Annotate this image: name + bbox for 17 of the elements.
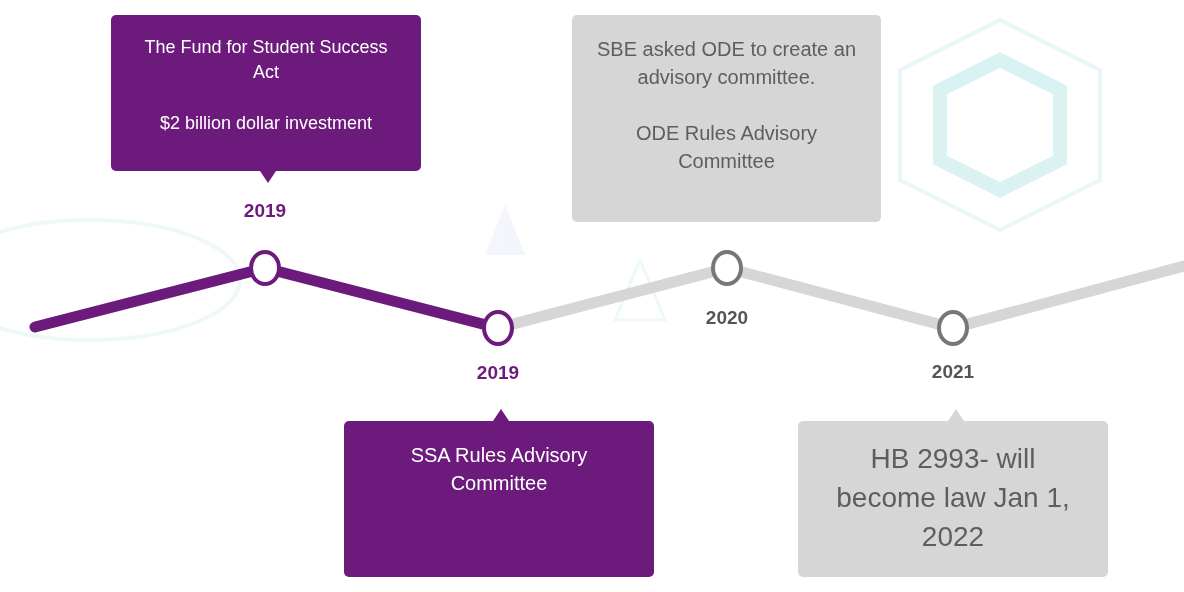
callout-text: SBE asked ODE to create an advisory committee. bbox=[596, 37, 857, 90]
year-label: 2020 bbox=[704, 307, 750, 329]
callout-box bbox=[798, 421, 1108, 577]
year-label: 2019 bbox=[475, 362, 521, 384]
callout-text: ODE Rules Advisory Committee bbox=[634, 121, 819, 174]
timeline-marker bbox=[711, 250, 743, 286]
callout-text: HB 2993- will become law Jan 1, 2022 bbox=[835, 442, 1071, 555]
timeline-marker bbox=[937, 310, 969, 346]
year-label: 2019 bbox=[242, 200, 288, 222]
year-label: 2021 bbox=[930, 361, 976, 383]
callout-text: SSA Rules Advisory Committee bbox=[409, 443, 589, 496]
timeline-marker bbox=[482, 310, 514, 346]
callout-box bbox=[111, 15, 421, 171]
callout-box bbox=[572, 15, 881, 222]
callout-text: $2 billion dollar investment bbox=[159, 111, 373, 135]
callout-text: The Fund for Student Success Act bbox=[143, 36, 389, 85]
callout-box bbox=[344, 421, 654, 577]
